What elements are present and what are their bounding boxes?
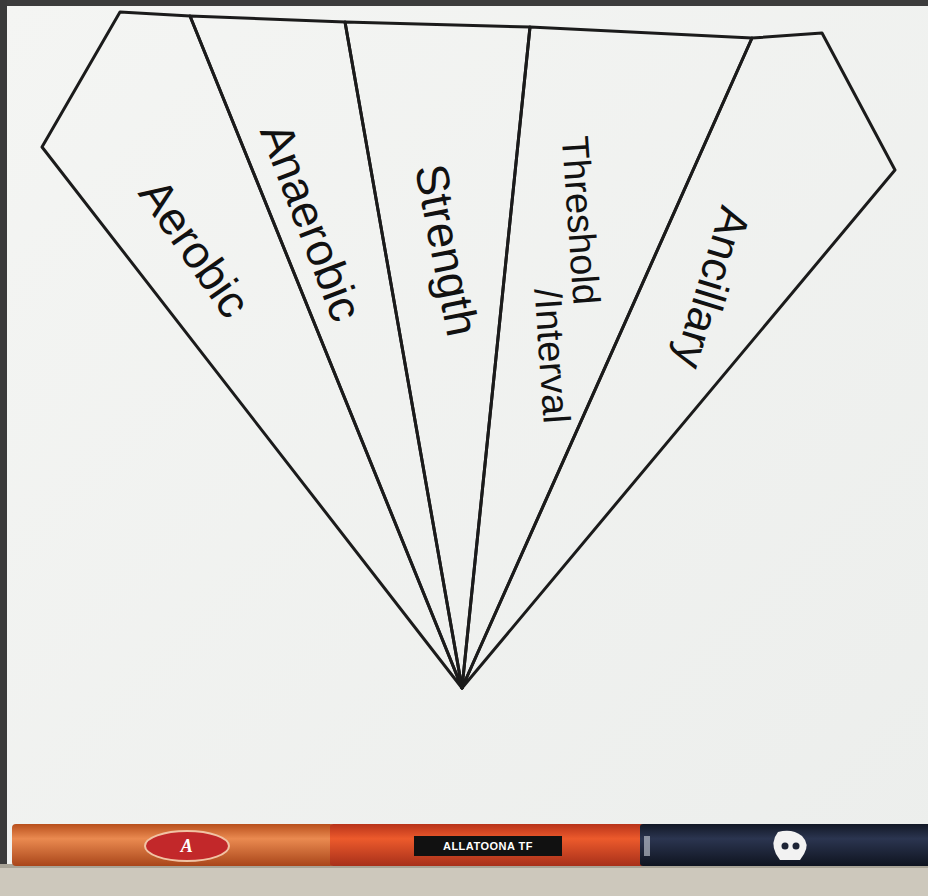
- wedge-label: Anaerobic: [253, 117, 370, 327]
- wedge-outline: [42, 12, 462, 688]
- board-frame-top: [0, 0, 928, 6]
- marker-print-mark: [644, 836, 650, 856]
- wedge-line: [462, 33, 895, 688]
- wedge-label: Strength: [408, 160, 486, 339]
- wedge-line: [345, 22, 530, 688]
- marker-print: ALLATOONA TF: [443, 841, 533, 852]
- wedge-label: Threshold /Interval: [518, 135, 614, 430]
- skull-eye: [793, 843, 800, 850]
- wedge-outline: [345, 22, 530, 688]
- wedge-label: Ancillary: [667, 202, 758, 374]
- skull-logo: [773, 831, 806, 860]
- skull-shape: [773, 831, 806, 860]
- marker-label-band: [414, 836, 562, 856]
- marker-tray: [0, 866, 928, 896]
- pyramid-wedge: Ancillary: [462, 33, 895, 688]
- red-marker: [330, 824, 644, 866]
- pyramid-wedge: Aerobic: [42, 12, 462, 688]
- wedge-line: [190, 16, 462, 688]
- skull-eye: [782, 843, 789, 850]
- wedge-line: [42, 12, 462, 688]
- pyramid-wedge: Anaerobic: [190, 16, 462, 688]
- wedge-outline: [190, 16, 462, 688]
- board-frame-left: [0, 0, 7, 896]
- pyramid-wedge: Strength: [345, 22, 530, 688]
- wedge-label: Aerobic: [131, 171, 258, 325]
- marker-logo-oval: [145, 831, 229, 861]
- marker-print: A: [181, 837, 194, 855]
- orange-marker: [12, 824, 334, 866]
- navy-marker: [640, 824, 928, 866]
